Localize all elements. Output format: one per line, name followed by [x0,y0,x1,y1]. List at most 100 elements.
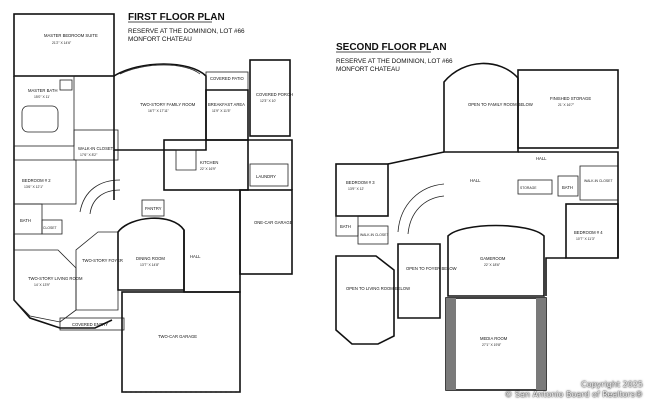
bedroom-2-room [13,159,77,205]
label-dining: DINING ROOM [136,256,165,261]
west-wall [13,76,113,329]
label-master-bath: MASTER BATH [28,88,57,93]
second-floor-plan: SECOND FLOOR PLAN RESERVE AT THE DOMINIO… [335,42,619,391]
bathtub [21,105,59,133]
media-room-hatch-left [446,298,456,390]
label-covered-entry: COVERED ENTRY [72,322,108,327]
covered-porch [249,59,291,137]
open-to-foyer [397,243,441,319]
dim-bedroom-3: 13'9" X 12' [348,187,364,191]
label-covered-patio: COVERED PATIO [210,76,245,81]
gameroom [447,224,545,297]
first-floor-title: FIRST FLOOR PLAN [128,12,225,23]
label-pantry: PANTRY [145,206,162,211]
pantry-room [141,199,165,217]
two-car-garage [121,291,241,393]
walk-in-closet-right [579,165,619,201]
walk-in-closet-left [357,225,389,245]
dim-breakfast: 11'9" X 11'5" [212,109,231,113]
dim-master-suite: 21'2" X 14'6" [52,41,72,45]
first-floor-closet [41,219,63,235]
label-bedroom-2: BEDROOM # 2 [22,178,51,183]
storage-room [517,179,553,195]
dim-finished-storage: 21' X 16'7" [558,103,575,107]
second-floor-outline [387,151,619,296]
finished-storage [517,69,619,149]
label-finished-storage: FINISHED STORAGE [550,96,591,101]
second-floor-subtitle-1: RESERVE AT THE DOMINION, LOT #66 [336,58,453,65]
dim-bedroom-4: 10'7" X 11'3" [576,237,596,241]
label-open-foyer: OPEN TO FOYER BELOW [406,266,457,271]
label-covered-porch: COVERED PORCH [256,92,293,97]
dim-walkin-closet: 17'6" X 8'2" [80,153,98,157]
walk-in-closet-room [73,129,119,161]
covered-entry [59,317,125,331]
laundry-room [249,163,289,187]
dim-master-bath: 15'0" X 11' [34,95,50,99]
one-car-garage [239,189,293,275]
label-hall-2: HALL [536,156,547,161]
two-story-living-room [13,249,77,323]
label-media-room: MEDIA ROOM [480,336,508,341]
first-floor-bath [13,203,43,235]
dim-two-story-living: 14' X 13'9" [34,283,51,287]
label-gameroom: GAMEROOM [480,256,506,261]
stair-2-outer [397,183,445,233]
family-room-walls [113,63,207,151]
label-one-car-garage: ONE-CAR GARAGE [254,220,293,225]
label-open-living: OPEN TO LIVING ROOM BELOW [346,286,410,291]
label-two-story-family: TWO-STORY FAMILY ROOM [140,102,196,107]
master-bath-room [13,75,75,147]
label-laundry: LAUNDRY [256,174,276,179]
dining-room [117,217,185,291]
dim-dining: 13'7" X 14'8" [140,263,160,267]
label-hall-1: HALL [190,254,201,259]
stair-curve-outer [79,179,121,213]
label-closet-1: CLOSET [43,226,57,230]
dim-bedroom-2: 13'6" X 12'1" [24,185,44,189]
copyright-line-1: Copyright 2025 [581,380,643,389]
second-floor-bath-right [557,175,579,197]
stair-2-inner [407,195,445,235]
label-master-suite: MASTER BEDROOM SUITE [44,33,98,38]
dim-kitchen: 22' X 16'9" [200,167,217,171]
breakfast-area [205,89,249,141]
label-bath-2: BATH [340,224,351,229]
first-floor-subtitle-1: RESERVE AT THE DOMINION, LOT #66 [128,28,245,35]
media-room-hatch-right [536,298,546,390]
label-bath-3: BATH [562,185,573,190]
vanity [59,79,73,91]
second-floor-subtitle-2: MONFORT CHATEAU [336,66,400,73]
label-bedroom-4: BEDROOM # 4 [574,230,603,235]
first-floor-plan: FIRST FLOOR PLAN RESERVE AT THE DOMINION… [13,12,293,393]
master-suite-room [13,13,115,77]
covered-patio [205,71,249,91]
label-breakfast: BREAKFAST AREA [208,102,245,107]
label-walkin-closet: WALK-IN CLOSET [78,146,114,151]
dim-covered-porch: 12'3" X 10' [260,99,276,103]
label-walkin-closet-left: WALK-IN CLOSET [360,233,389,237]
dim-two-story-family: 16'7" X 17'11" [148,109,170,113]
label-hall-3: HALL [470,178,481,183]
label-walkin-closet-right: WALK-IN CLOSET [584,179,613,183]
kitchen-island [175,149,197,171]
label-kitchen: KITCHEN [200,160,218,165]
first-floor-subtitle-2: MONFORT CHATEAU [128,36,192,43]
label-two-story-foyer: TWO-STORY FOYER [82,258,123,263]
family-room-bay [119,64,201,75]
label-two-story-living: TWO-STORY LIVING ROOM [28,276,83,281]
two-story-foyer [75,231,119,311]
bedroom-3-room [335,163,389,217]
dim-gameroom: 22' X 18'6" [484,263,501,267]
label-bath-1: BATH [20,218,31,223]
label-storage: STORAGE [520,186,537,190]
second-floor-title: SECOND FLOOR PLAN [336,42,447,53]
stair-curve-inner [89,189,121,215]
label-two-car-garage: TWO-CAR GARAGE [158,334,197,339]
label-bedroom-3: BEDROOM # 3 [346,180,375,185]
label-open-family: OPEN TO FAMILY ROOM BELOW [468,102,533,107]
dim-media-room: 27'1" X 19'8" [482,343,502,347]
open-to-living-room [335,255,395,345]
first-floor-outline [113,139,293,293]
